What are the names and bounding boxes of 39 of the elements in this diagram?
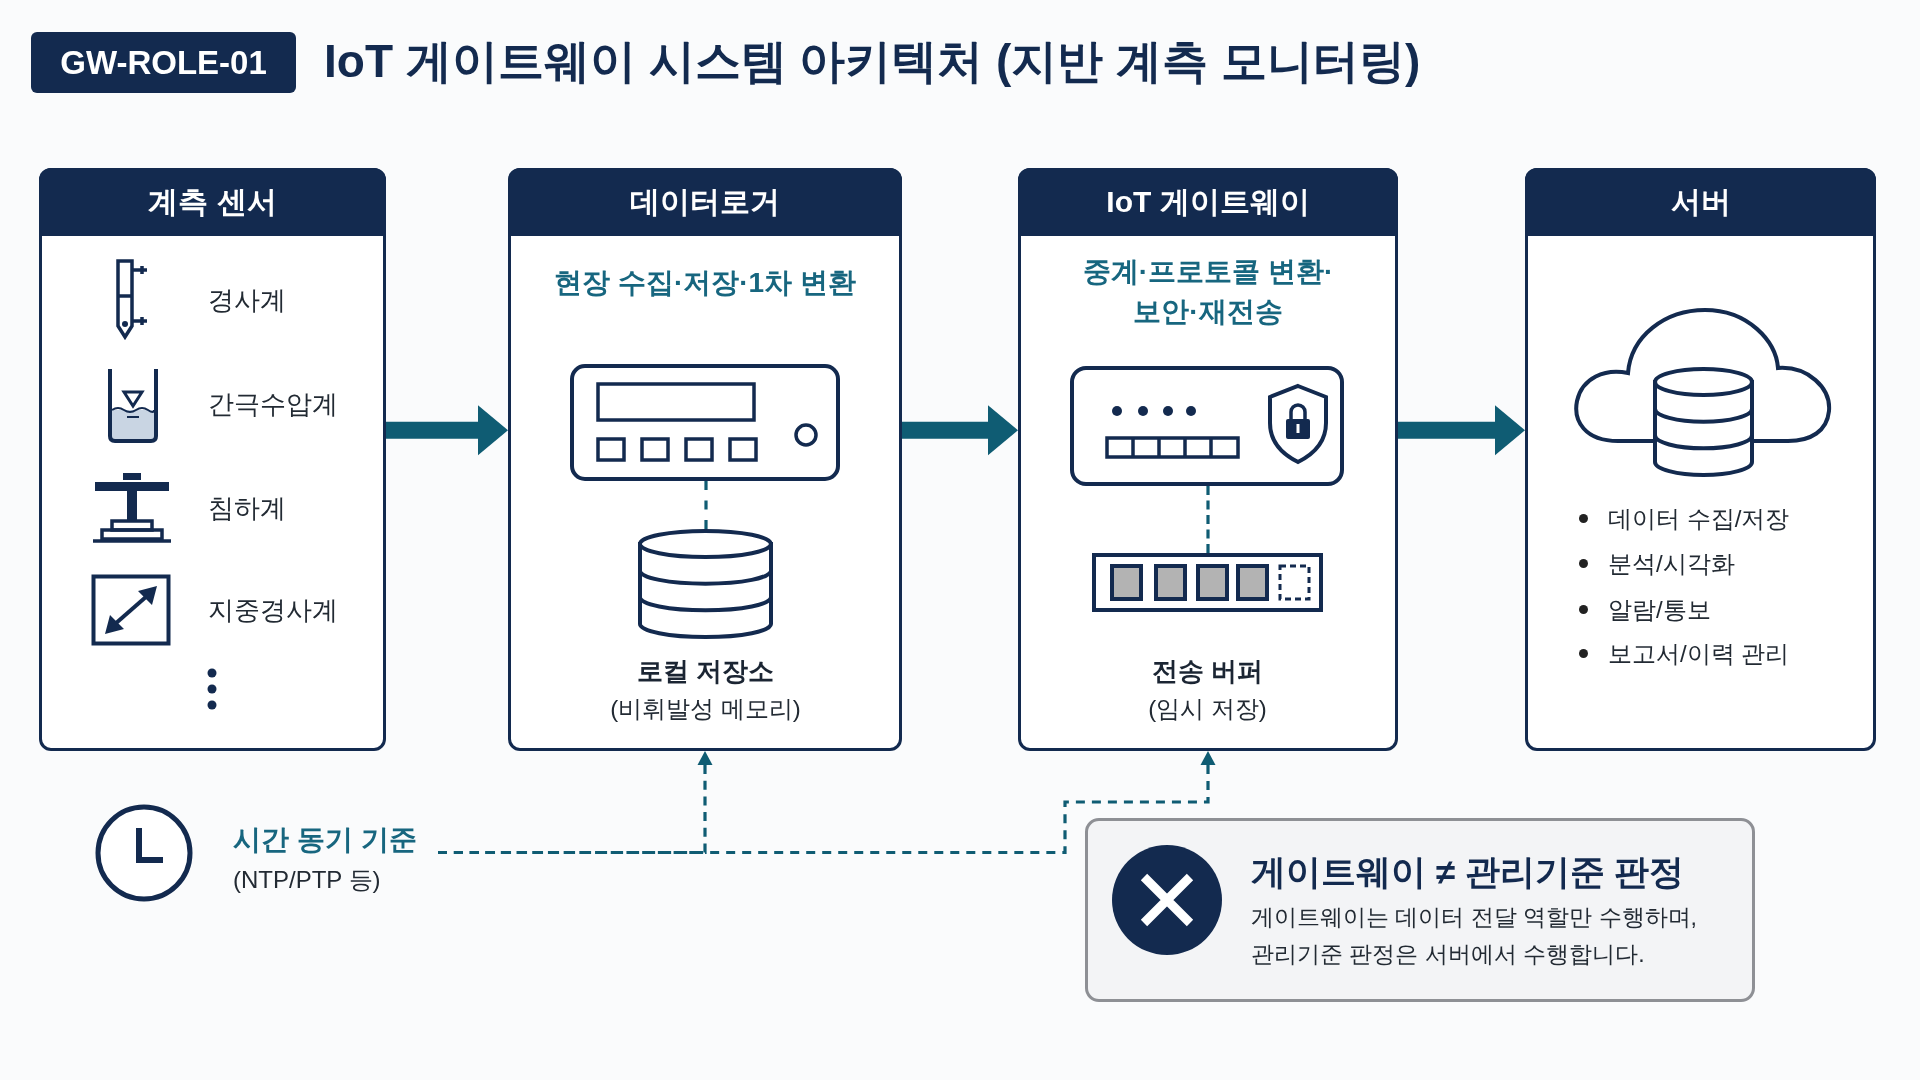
sync-note: (NTP/PTP 등) bbox=[233, 864, 381, 895]
panel-header: IoT 게이트웨이 bbox=[1018, 168, 1398, 236]
sensor-label: 지중경사계 bbox=[208, 594, 338, 627]
arrow bbox=[1398, 405, 1525, 456]
sensor-label: 간극수압계 bbox=[208, 388, 338, 421]
panel-subtitle: 현장 수집·저장·1차 변환 bbox=[553, 266, 857, 300]
slot-bar bbox=[1092, 553, 1323, 612]
dashed-arrow bbox=[438, 751, 1216, 855]
panel-box bbox=[39, 168, 386, 751]
caption-note: (비휘발성 메모리) bbox=[610, 693, 801, 724]
panel-box bbox=[1018, 168, 1398, 751]
dashed-line bbox=[704, 481, 708, 529]
panel-box bbox=[1525, 168, 1876, 751]
panel-header: 데이터로거 bbox=[508, 168, 902, 236]
list-item: 보고서/이력 관리 bbox=[1608, 638, 1790, 669]
callout-text: 게이트웨이는 데이터 전달 역할만 수행하며, 관리기준 판정은 서버에서 수행합니다. bbox=[1251, 902, 1698, 969]
dashed-line bbox=[1206, 486, 1210, 553]
panel-subtitle: 중계·프로토콜 변환· 보안·재전송 bbox=[1082, 255, 1334, 329]
sensor-label: 침하계 bbox=[208, 492, 286, 525]
list-item: 알람/통보 bbox=[1608, 594, 1711, 625]
caption-title: 로컬 저장소 bbox=[636, 655, 775, 688]
sensor-label: 경사계 bbox=[208, 284, 286, 317]
panel-header: 서버 bbox=[1525, 168, 1876, 236]
callout-title: 게이트웨이 ≠ 관리기준 판정 bbox=[1251, 851, 1685, 893]
list-item: 데이터 수집/저장 bbox=[1608, 503, 1790, 534]
arrow bbox=[386, 405, 508, 456]
callout-box bbox=[1085, 818, 1755, 1002]
caption-note: (임시 저장) bbox=[1148, 693, 1267, 724]
device-drawing bbox=[570, 364, 840, 481]
database-cylinder bbox=[638, 529, 773, 639]
id-badge: GW-ROLE-01 bbox=[31, 32, 296, 93]
list-item: 분석/시각화 bbox=[1608, 548, 1735, 579]
panel-box bbox=[508, 168, 902, 751]
caption-title: 전송 버퍼 bbox=[1151, 655, 1264, 688]
title: IoT 게이트웨이 시스템 아키텍처 (지반 계측 모니터링) bbox=[324, 34, 1421, 89]
panel-header: 계측 센서 bbox=[39, 168, 386, 236]
sync-title: 시간 동기 기준 bbox=[233, 823, 417, 857]
arrow bbox=[902, 405, 1018, 456]
device-drawing bbox=[1070, 366, 1344, 486]
